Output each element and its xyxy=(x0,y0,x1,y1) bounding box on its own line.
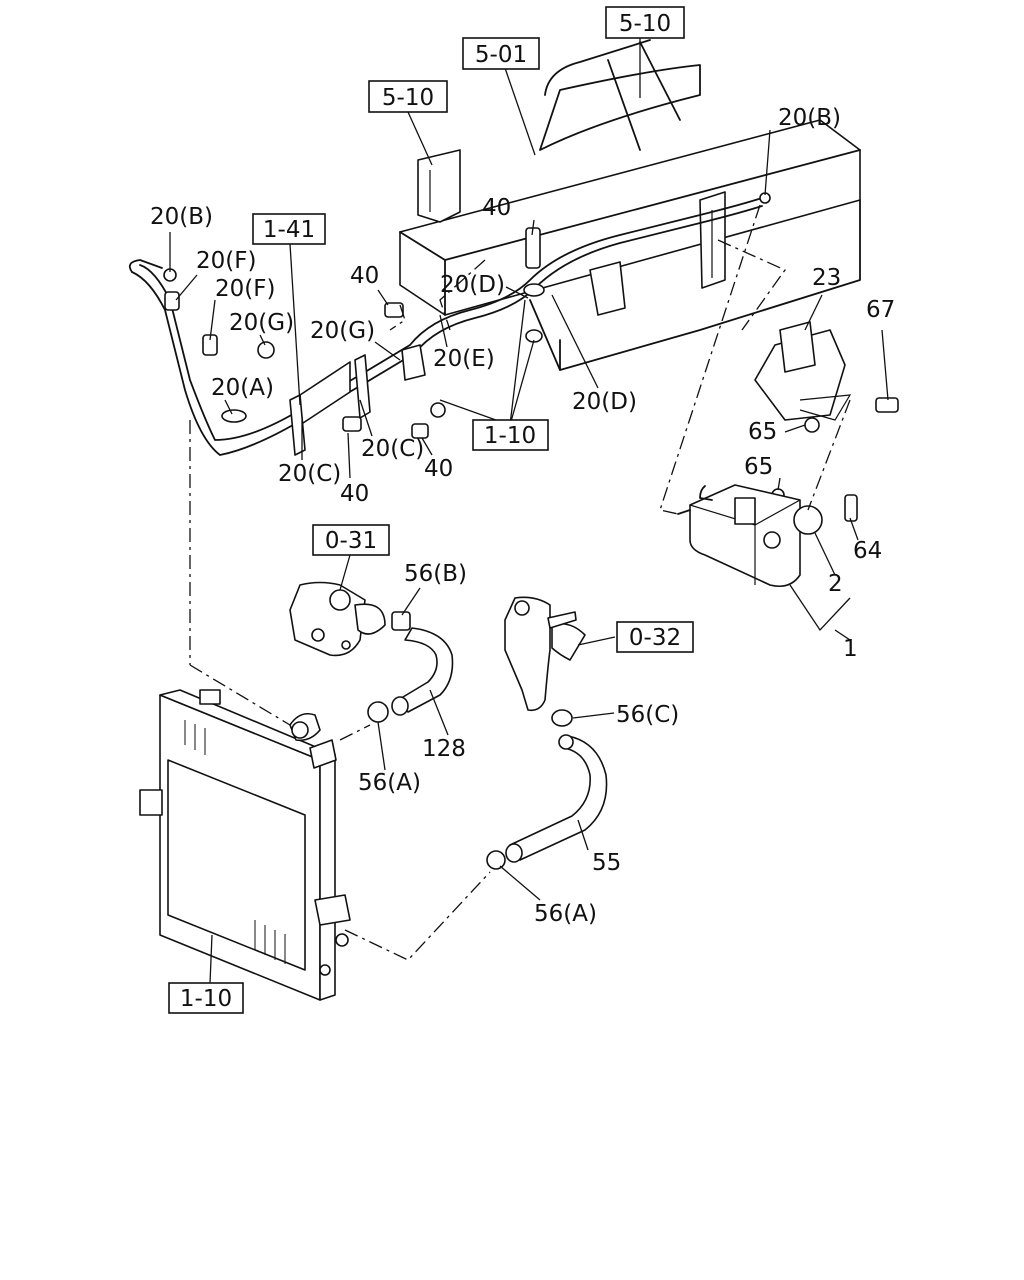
callout-20f-2: 20(F) xyxy=(215,276,275,302)
thermostat-housing xyxy=(289,581,386,657)
callout-20d-bottom: 20(D) xyxy=(572,389,637,415)
ref-box-5-10-left[interactable]: 5-10 xyxy=(368,80,448,113)
callout-bolt-40-mid: 40 xyxy=(350,263,379,289)
callout-20c-mid: 20(C) xyxy=(361,436,424,462)
callout-20c-left: 20(C) xyxy=(278,461,341,487)
callout-20b-right: 20(B) xyxy=(778,105,841,131)
ref-box-1-41[interactable]: 1-41 xyxy=(252,213,326,245)
hoses xyxy=(391,627,608,863)
callout-20e: 20(E) xyxy=(433,346,495,372)
radiator-core-hatch xyxy=(184,720,286,964)
hose-bracket xyxy=(289,354,371,456)
frame-brackets xyxy=(417,149,726,316)
ref-box-0-31[interactable]: 0-31 xyxy=(312,524,390,556)
ref-box-1-10-mid[interactable]: 1-10 xyxy=(472,419,549,451)
hose-clamps xyxy=(367,611,573,870)
callout-hose-128: 128 xyxy=(422,736,466,762)
ref-box-1-10-bottom[interactable]: 1-10 xyxy=(168,982,244,1014)
callout-part-65-a: 65 xyxy=(748,419,777,445)
callout-20g-left: 20(G) xyxy=(229,310,294,336)
callout-20g-mid: 20(G) xyxy=(310,318,375,344)
callout-20b-left: 20(B) xyxy=(150,204,213,230)
callout-56b: 56(B) xyxy=(404,561,467,587)
frame-rail xyxy=(399,39,861,371)
callout-part-23: 23 xyxy=(812,265,841,291)
callout-20d-top: 20(D) xyxy=(440,272,505,298)
tank-bracket xyxy=(754,321,852,421)
callout-bolt-40-right: 40 xyxy=(424,456,453,482)
callout-part-67: 67 xyxy=(866,297,895,323)
callout-hose-55: 55 xyxy=(592,850,621,876)
callout-56a-bottom: 56(A) xyxy=(534,901,597,927)
leader-lines xyxy=(169,38,889,984)
callout-20f-1: 20(F) xyxy=(196,248,256,274)
ref-label: 5-10 xyxy=(382,85,434,111)
water-outlet xyxy=(504,596,586,712)
ref-label: 5-10 xyxy=(619,11,671,37)
reserve-tank xyxy=(677,484,823,588)
ref-label: 1-10 xyxy=(484,423,536,449)
radiator xyxy=(139,689,351,1001)
callout-56c: 56(C) xyxy=(616,702,679,728)
ref-box-0-32[interactable]: 0-32 xyxy=(616,621,694,653)
overflow-hose xyxy=(128,197,763,456)
callout-56a-left: 56(A) xyxy=(358,770,421,796)
callout-20a: 20(A) xyxy=(211,375,274,401)
callouts: 20(B) 20(B) 20(F) 20(F) 20(G) 20(A) 20(G… xyxy=(150,105,895,927)
ref-label: 1-41 xyxy=(263,217,315,243)
callout-bolt-40-bottom: 40 xyxy=(340,481,369,507)
callout-part-1: 1 xyxy=(843,636,858,662)
ref-label: 0-32 xyxy=(629,625,681,651)
ref-label: 5-01 xyxy=(475,42,527,68)
callout-bolt-40-top: 40 xyxy=(482,195,511,221)
ref-box-5-01[interactable]: 5-01 xyxy=(462,37,540,70)
dash-links xyxy=(189,204,851,961)
callout-part-65-b: 65 xyxy=(744,454,773,480)
callout-part-2: 2 xyxy=(828,571,843,597)
ref-label: 0-31 xyxy=(325,528,377,554)
ref-label: 1-10 xyxy=(180,986,232,1012)
callout-part-64: 64 xyxy=(853,538,882,564)
ref-box-5-10-top[interactable]: 5-10 xyxy=(605,6,685,39)
